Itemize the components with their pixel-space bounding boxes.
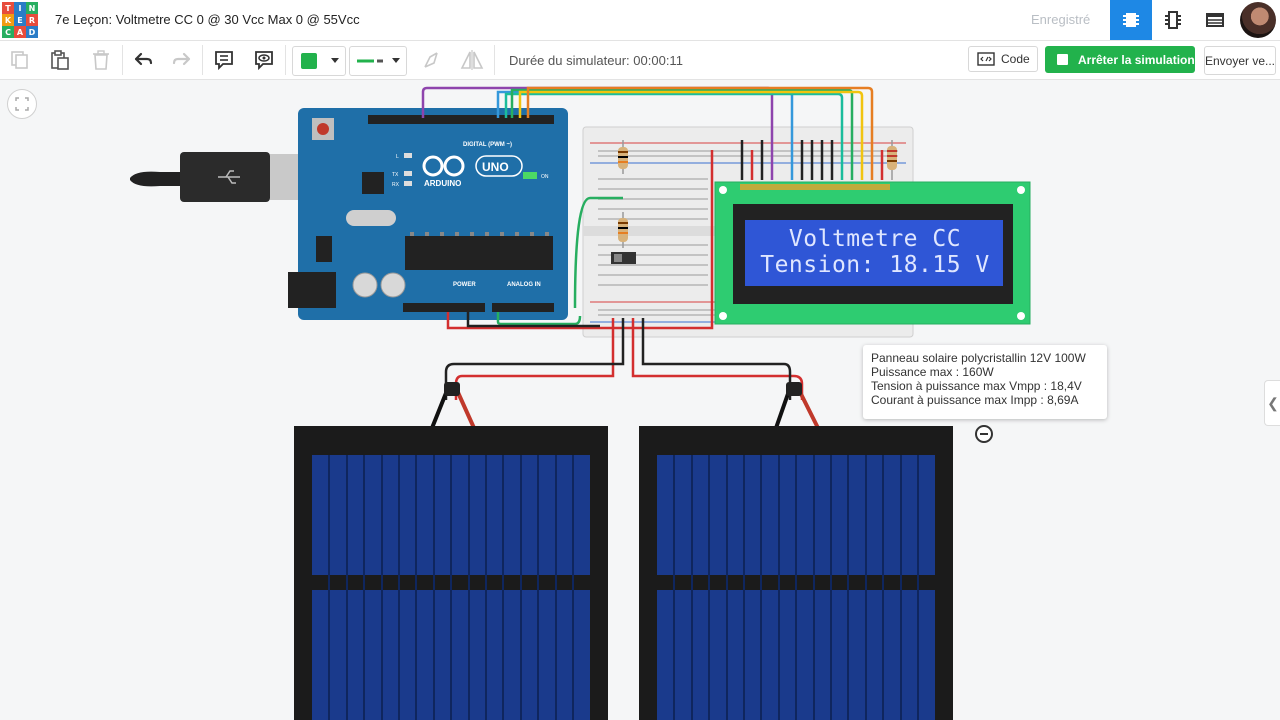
chevron-down-icon	[392, 58, 400, 63]
logo-letter: E	[14, 14, 26, 26]
schematic-view-button[interactable]	[1152, 0, 1194, 40]
schematic-icon	[1165, 11, 1181, 29]
usb-icon	[218, 170, 240, 184]
simulator-duration: Durée du simulateur: 00:00:11	[509, 53, 683, 68]
led-label: RX	[392, 182, 400, 188]
led-label: TX	[392, 172, 399, 178]
toolbar-divider	[202, 45, 203, 75]
digital-pins-label: DIGITAL (PWM ~)	[463, 142, 512, 148]
led-label: L	[396, 154, 399, 160]
paste-button[interactable]	[46, 48, 74, 72]
logo-letter: I	[14, 2, 26, 14]
wire-color-dropdown[interactable]	[349, 46, 407, 76]
logo-letter: D	[26, 26, 38, 38]
code-button[interactable]: Code	[968, 46, 1038, 72]
paste-icon	[51, 50, 69, 70]
digital-header	[368, 115, 554, 124]
circuit-view-button[interactable]	[1110, 0, 1152, 40]
component-tooltip: Panneau solaire polycristallin 12V 100W …	[863, 345, 1107, 419]
analog-pins-label: ANALOG IN	[507, 282, 541, 288]
wire-style-icon	[357, 59, 383, 63]
undo-icon	[134, 52, 153, 66]
send-to-button[interactable]: Envoyer ve...	[1204, 46, 1276, 75]
top-bar: T I N K E R C A D 7e Leçon: Voltmetre CC…	[0, 0, 1280, 41]
notes-button[interactable]	[210, 48, 238, 72]
lcd-pins	[740, 184, 890, 190]
tooltip-line: Panneau solaire polycristallin 12V 100W	[871, 351, 1086, 365]
code-icon	[977, 52, 995, 66]
fit-view-icon	[15, 97, 29, 111]
notes-visibility-button[interactable]	[250, 48, 278, 72]
stop-icon	[1057, 54, 1068, 65]
copy-button[interactable]	[6, 48, 34, 72]
redo-button[interactable]	[168, 48, 196, 72]
lcd-line-1: Voltmetre CC	[788, 226, 962, 252]
component-list-button[interactable]	[1194, 0, 1236, 40]
logo-letter: C	[2, 26, 14, 38]
toolbar-divider	[285, 45, 286, 75]
usb-cable	[130, 152, 338, 202]
arduino-brand-label: ARDUINO	[424, 179, 461, 188]
redo-icon	[172, 52, 191, 66]
toolbar-divider	[122, 45, 123, 75]
delete-button[interactable]	[87, 48, 115, 72]
mirror-button[interactable]	[458, 48, 486, 72]
solar-panel	[294, 382, 608, 720]
resistor	[887, 140, 897, 180]
code-button-label: Code	[1001, 52, 1030, 66]
undo-button[interactable]	[129, 48, 157, 72]
tinkercad-logo[interactable]: T I N K E R C A D	[2, 2, 38, 38]
power-header	[403, 303, 485, 312]
logo-letter: R	[26, 14, 38, 26]
solar-panel	[639, 382, 953, 720]
resistor	[618, 212, 628, 248]
slide-switch	[611, 252, 636, 264]
stop-simulation-button[interactable]: Arrêter la simulation	[1045, 46, 1195, 73]
rotate-icon	[424, 52, 438, 68]
logo-letter: A	[14, 26, 26, 38]
logo-letter: N	[26, 2, 38, 14]
resistor	[618, 140, 628, 174]
tooltip-line: Puissance max : 160W	[871, 365, 994, 379]
power-led-label: ON	[541, 174, 549, 180]
remove-note-icon[interactable]	[975, 425, 993, 443]
power-pins-label: POWER	[453, 282, 476, 288]
table-icon	[1206, 13, 1224, 27]
project-title[interactable]: 7e Leçon: Voltmetre CC 0 @ 30 Vcc Max 0 …	[55, 12, 360, 27]
chevron-left-icon: ❮	[1267, 394, 1279, 411]
trash-icon	[93, 50, 109, 70]
rotate-button[interactable]	[417, 48, 445, 72]
toolbar-divider	[494, 45, 495, 75]
eye-note-icon	[255, 51, 273, 71]
toolbar: Durée du simulateur: 00:00:11 Code Arrêt…	[0, 41, 1280, 80]
solar-cell-grid	[328, 455, 919, 720]
chip-icon	[1123, 13, 1139, 27]
lcd-line-2: Tension: 18.15 V	[760, 252, 990, 278]
stop-simulation-label: Arrêter la simulation	[1078, 52, 1195, 67]
fit-view-button[interactable]	[7, 89, 37, 119]
tooltip-line: Tension à puissance max Vmpp : 18,4V	[871, 379, 1082, 393]
analog-header	[492, 303, 554, 312]
side-panel-toggle[interactable]: ❮	[1264, 380, 1280, 426]
fill-color-dropdown[interactable]	[292, 46, 346, 76]
logo-letter: T	[2, 2, 14, 14]
arduino-infinity-logo	[422, 155, 465, 177]
save-status: Enregistré	[1031, 12, 1091, 27]
tooltip-line: Courant à puissance max Impp : 8,69A	[871, 393, 1079, 407]
chevron-down-icon	[331, 58, 339, 63]
arduino-model-label: UNO	[482, 160, 509, 174]
user-avatar[interactable]	[1240, 2, 1276, 38]
arduino-uno-board	[288, 108, 568, 320]
mirror-icon	[460, 50, 484, 70]
copy-icon	[11, 51, 28, 69]
note-icon	[215, 51, 233, 71]
logo-letter: K	[2, 14, 14, 26]
fill-color-swatch	[301, 53, 317, 69]
